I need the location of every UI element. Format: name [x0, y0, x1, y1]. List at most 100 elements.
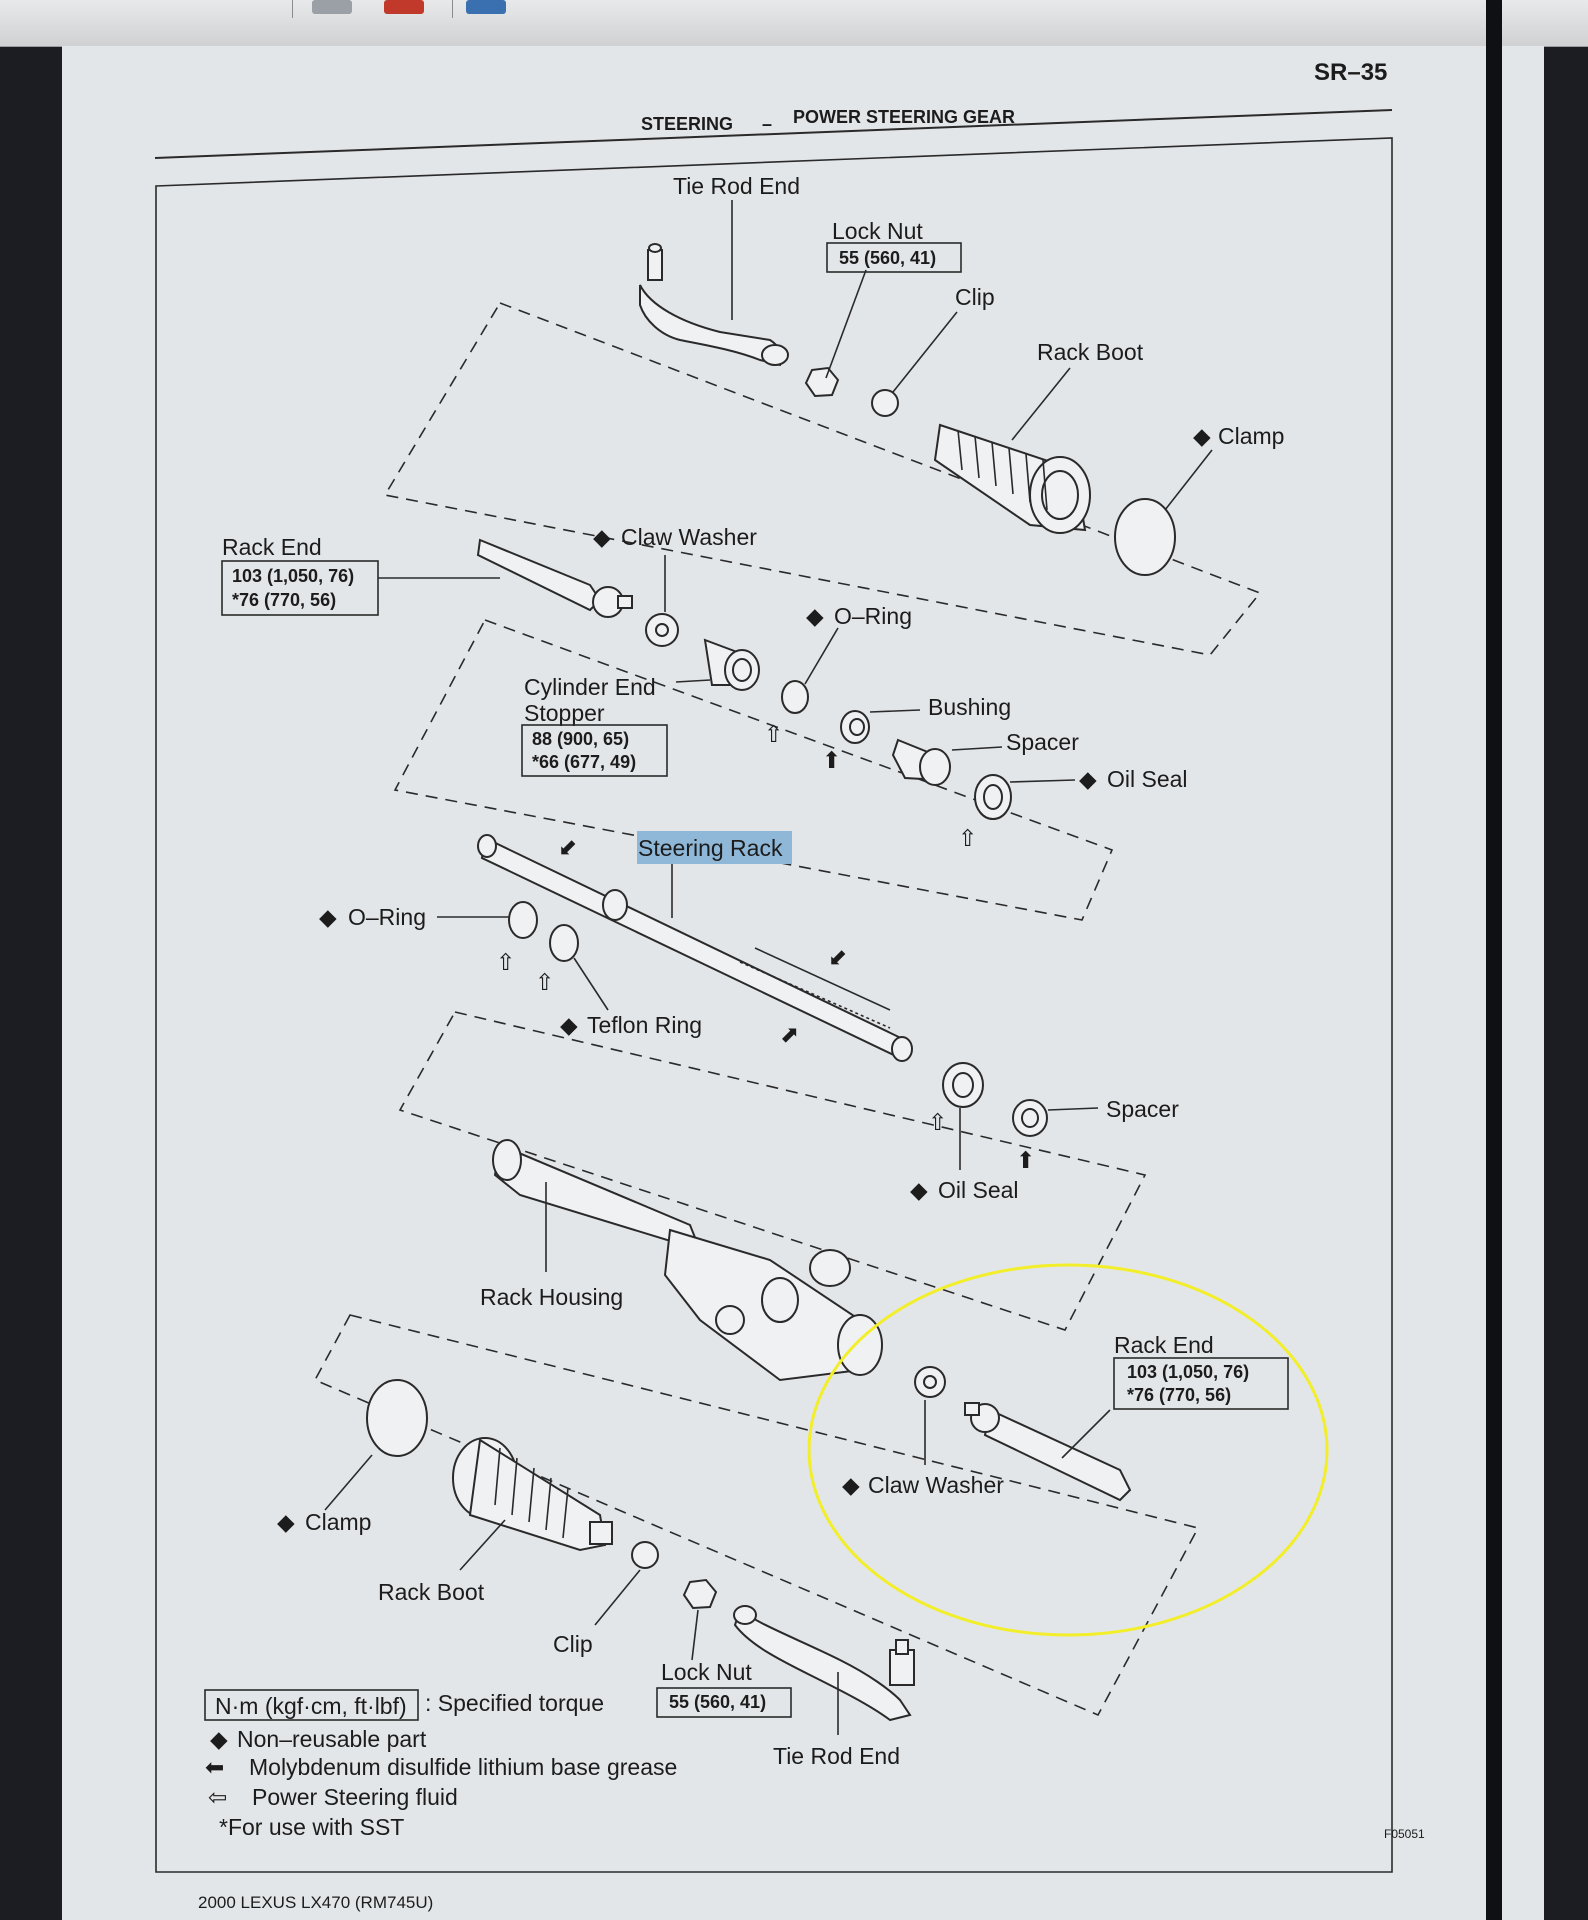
- page-number: SR–35: [1314, 59, 1387, 86]
- leader-line: [825, 269, 867, 379]
- spacer-top-label: Spacer: [1006, 729, 1079, 755]
- leader-line: [869, 709, 921, 713]
- non-reusable-marker: ◆: [277, 1509, 295, 1535]
- rack-end-left-torque-box: [221, 560, 379, 616]
- o-ring-left-label: O–Ring: [348, 904, 426, 930]
- claw-washer-top-label: Claw Washer: [621, 524, 757, 550]
- leader-line: [691, 1609, 699, 1661]
- claw-washer-bottom-hole: [923, 1375, 937, 1389]
- rack-end-left-label: Rack End: [222, 534, 322, 560]
- leader-line: [573, 957, 609, 1011]
- manual-page: [62, 46, 1544, 1920]
- cylinder-end-stopper: [703, 638, 760, 691]
- cylinder-end-torque2: *66 (677, 49): [532, 752, 636, 772]
- teflon-ring-label: Teflon Ring: [587, 1012, 702, 1038]
- lock-nut-top: [804, 366, 840, 398]
- lock-nut-bottom-label: Lock Nut: [661, 1659, 752, 1685]
- leader-line: [1009, 779, 1076, 783]
- housing-group-outline: [398, 1011, 1147, 1331]
- toolbar-separator: [452, 0, 453, 18]
- legend: N·m (kgf·cm, ft·lbf) : Specified torque …: [204, 1689, 677, 1840]
- toolbar-separator: [292, 0, 293, 18]
- non-reusable-marker: ◆: [842, 1472, 860, 1498]
- header-rule: [154, 109, 1393, 159]
- claw-washer-bottom-label: Claw Washer: [868, 1472, 1004, 1498]
- bottom-group-outline: [313, 1314, 1200, 1717]
- bushing-label: Bushing: [928, 694, 1011, 720]
- tie-rod-end-top: [639, 243, 789, 367]
- clip-bottom: [631, 1541, 659, 1569]
- o-ring-top-label: O–Ring: [834, 603, 912, 629]
- non-reusable-marker: ◆: [593, 524, 611, 550]
- rack-boot-bottom: [452, 1437, 613, 1552]
- rack-housing: [492, 1139, 883, 1382]
- bushing-bore: [849, 718, 865, 736]
- legend-sst: *For use with SST: [219, 1814, 404, 1840]
- clamp-bottom-label: Clamp: [305, 1509, 371, 1535]
- rack-end-left-torque1: 103 (1,050, 76): [232, 566, 354, 586]
- rack-end-left: [476, 538, 633, 618]
- leader-line: [675, 679, 711, 683]
- leader-line: [1047, 1107, 1099, 1111]
- leader-line: [1011, 367, 1071, 441]
- lock-nut-top-label: Lock Nut: [832, 218, 923, 244]
- spacer-mid-label: Spacer: [1106, 1096, 1179, 1122]
- lock-nut-top-torque-box: [826, 242, 962, 273]
- cylinder-end-stopper-label-1: Cylinder End: [524, 674, 656, 700]
- legend-grease: Molybdenum disulfide lithium base grease: [249, 1754, 677, 1780]
- share-button[interactable]: [466, 0, 506, 14]
- grease-arrow-icon: ⬅: [205, 1754, 224, 1780]
- rack-end-right-torque2: *76 (770, 56): [1127, 1385, 1231, 1405]
- leader-line: [1164, 449, 1213, 511]
- lock-nut-bottom-torque: 55 (560, 41): [669, 1692, 766, 1712]
- o-ring-top: [781, 680, 809, 714]
- tie-rod-end-bottom-label: Tie Rod End: [773, 1743, 900, 1769]
- legend-non-reusable: Non–reusable part: [237, 1726, 427, 1752]
- rack-end-left-torque2: *76 (770, 56): [232, 590, 336, 610]
- lock-nut-bottom: [682, 1578, 718, 1610]
- tie-rod-end-bottom: [733, 1605, 915, 1722]
- fluid-arrow-icon: ⇧: [928, 1109, 947, 1135]
- legend-torque-box: [204, 1689, 419, 1721]
- fluid-arrow-icon: ⇦: [208, 1784, 227, 1810]
- steering-rack: [477, 834, 913, 1062]
- leader-line: [892, 311, 958, 393]
- leader-line: [951, 746, 1003, 751]
- lock-nut-top-torque: 55 (560, 41): [839, 248, 936, 268]
- steering-rack-highlight: [637, 831, 792, 864]
- clip-top: [871, 389, 899, 417]
- fluid-arrow-icon: ⇧: [764, 721, 783, 747]
- rack-end-right-torque1: 103 (1,050, 76): [1127, 1362, 1249, 1382]
- rack-boot-top: [933, 423, 1091, 534]
- leader-line: [1061, 1409, 1111, 1459]
- grease-arrow-icon: ⬋: [828, 944, 847, 970]
- tools-button[interactable]: [384, 0, 424, 14]
- non-reusable-marker: ◆: [806, 603, 824, 629]
- o-ring-left: [508, 901, 538, 939]
- legend-torque-units: N·m (kgf·cm, ft·lbf): [215, 1693, 407, 1719]
- figure-frame: [155, 137, 1393, 1873]
- page-footer: 2000 LEXUS LX470 (RM745U): [198, 1893, 433, 1912]
- clip-bottom-label: Clip: [553, 1631, 593, 1657]
- highlight-circle: [807, 1263, 1329, 1637]
- rack-end-right-torque-box: [1113, 1357, 1289, 1410]
- clamp-bottom: [366, 1379, 428, 1457]
- oil-seal-top-label: Oil Seal: [1107, 766, 1188, 792]
- subsection-title: POWER STEERING GEAR: [793, 107, 1015, 127]
- print-button[interactable]: [312, 0, 352, 14]
- title-dash: –: [762, 114, 772, 134]
- cylinder-end-torque1: 88 (900, 65): [532, 729, 629, 749]
- teflon-ring: [549, 924, 579, 962]
- clip-top-label: Clip: [955, 284, 995, 310]
- legend-torque-desc: : Specified torque: [425, 1690, 604, 1716]
- non-reusable-marker: ◆: [560, 1012, 578, 1038]
- leader-line: [459, 1519, 506, 1571]
- non-reusable-marker: ◆: [210, 1726, 228, 1752]
- grease-arrow-icon: ⬈: [780, 1021, 799, 1047]
- spacer-mid-bore: [1021, 1108, 1039, 1128]
- cylinder-end-torque-box: [521, 724, 668, 777]
- clamp-top: [1114, 498, 1176, 576]
- rack-teeth-bracket: [754, 947, 891, 1011]
- fluid-arrow-icon: ⇧: [496, 949, 515, 975]
